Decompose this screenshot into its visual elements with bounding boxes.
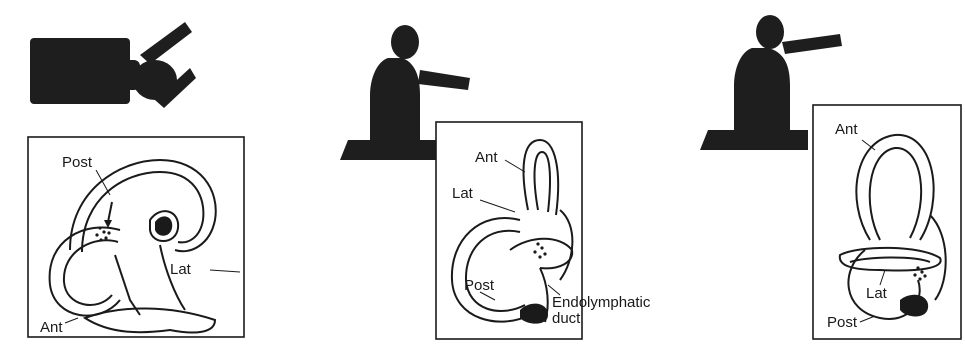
supine-patient-figure (30, 22, 196, 108)
label-ant-2: Ant (475, 150, 498, 165)
label-lat-2: Lat (452, 186, 473, 201)
ampulla-shading-1 (155, 216, 172, 235)
ampulla-shading-3 (900, 295, 928, 317)
panel-3 (700, 15, 961, 339)
panel-2 (340, 25, 582, 339)
label-lat-3: Lat (866, 286, 887, 301)
panel-3-inset-frame (813, 105, 961, 339)
label-post-1: Post (62, 155, 92, 170)
label-duct-line2: duct (552, 310, 580, 327)
label-ant-1: Ant (40, 320, 63, 335)
panel-1 (28, 22, 244, 337)
label-post-2: Post (464, 278, 494, 293)
label-post-3: Post (827, 315, 857, 330)
label-lat-1: Lat (170, 262, 191, 277)
label-ant-3: Ant (835, 122, 858, 137)
label-endolymphatic-duct-2: Endolymphatic duct (552, 295, 650, 327)
label-duct-line1: Endolymphatic (552, 294, 650, 311)
